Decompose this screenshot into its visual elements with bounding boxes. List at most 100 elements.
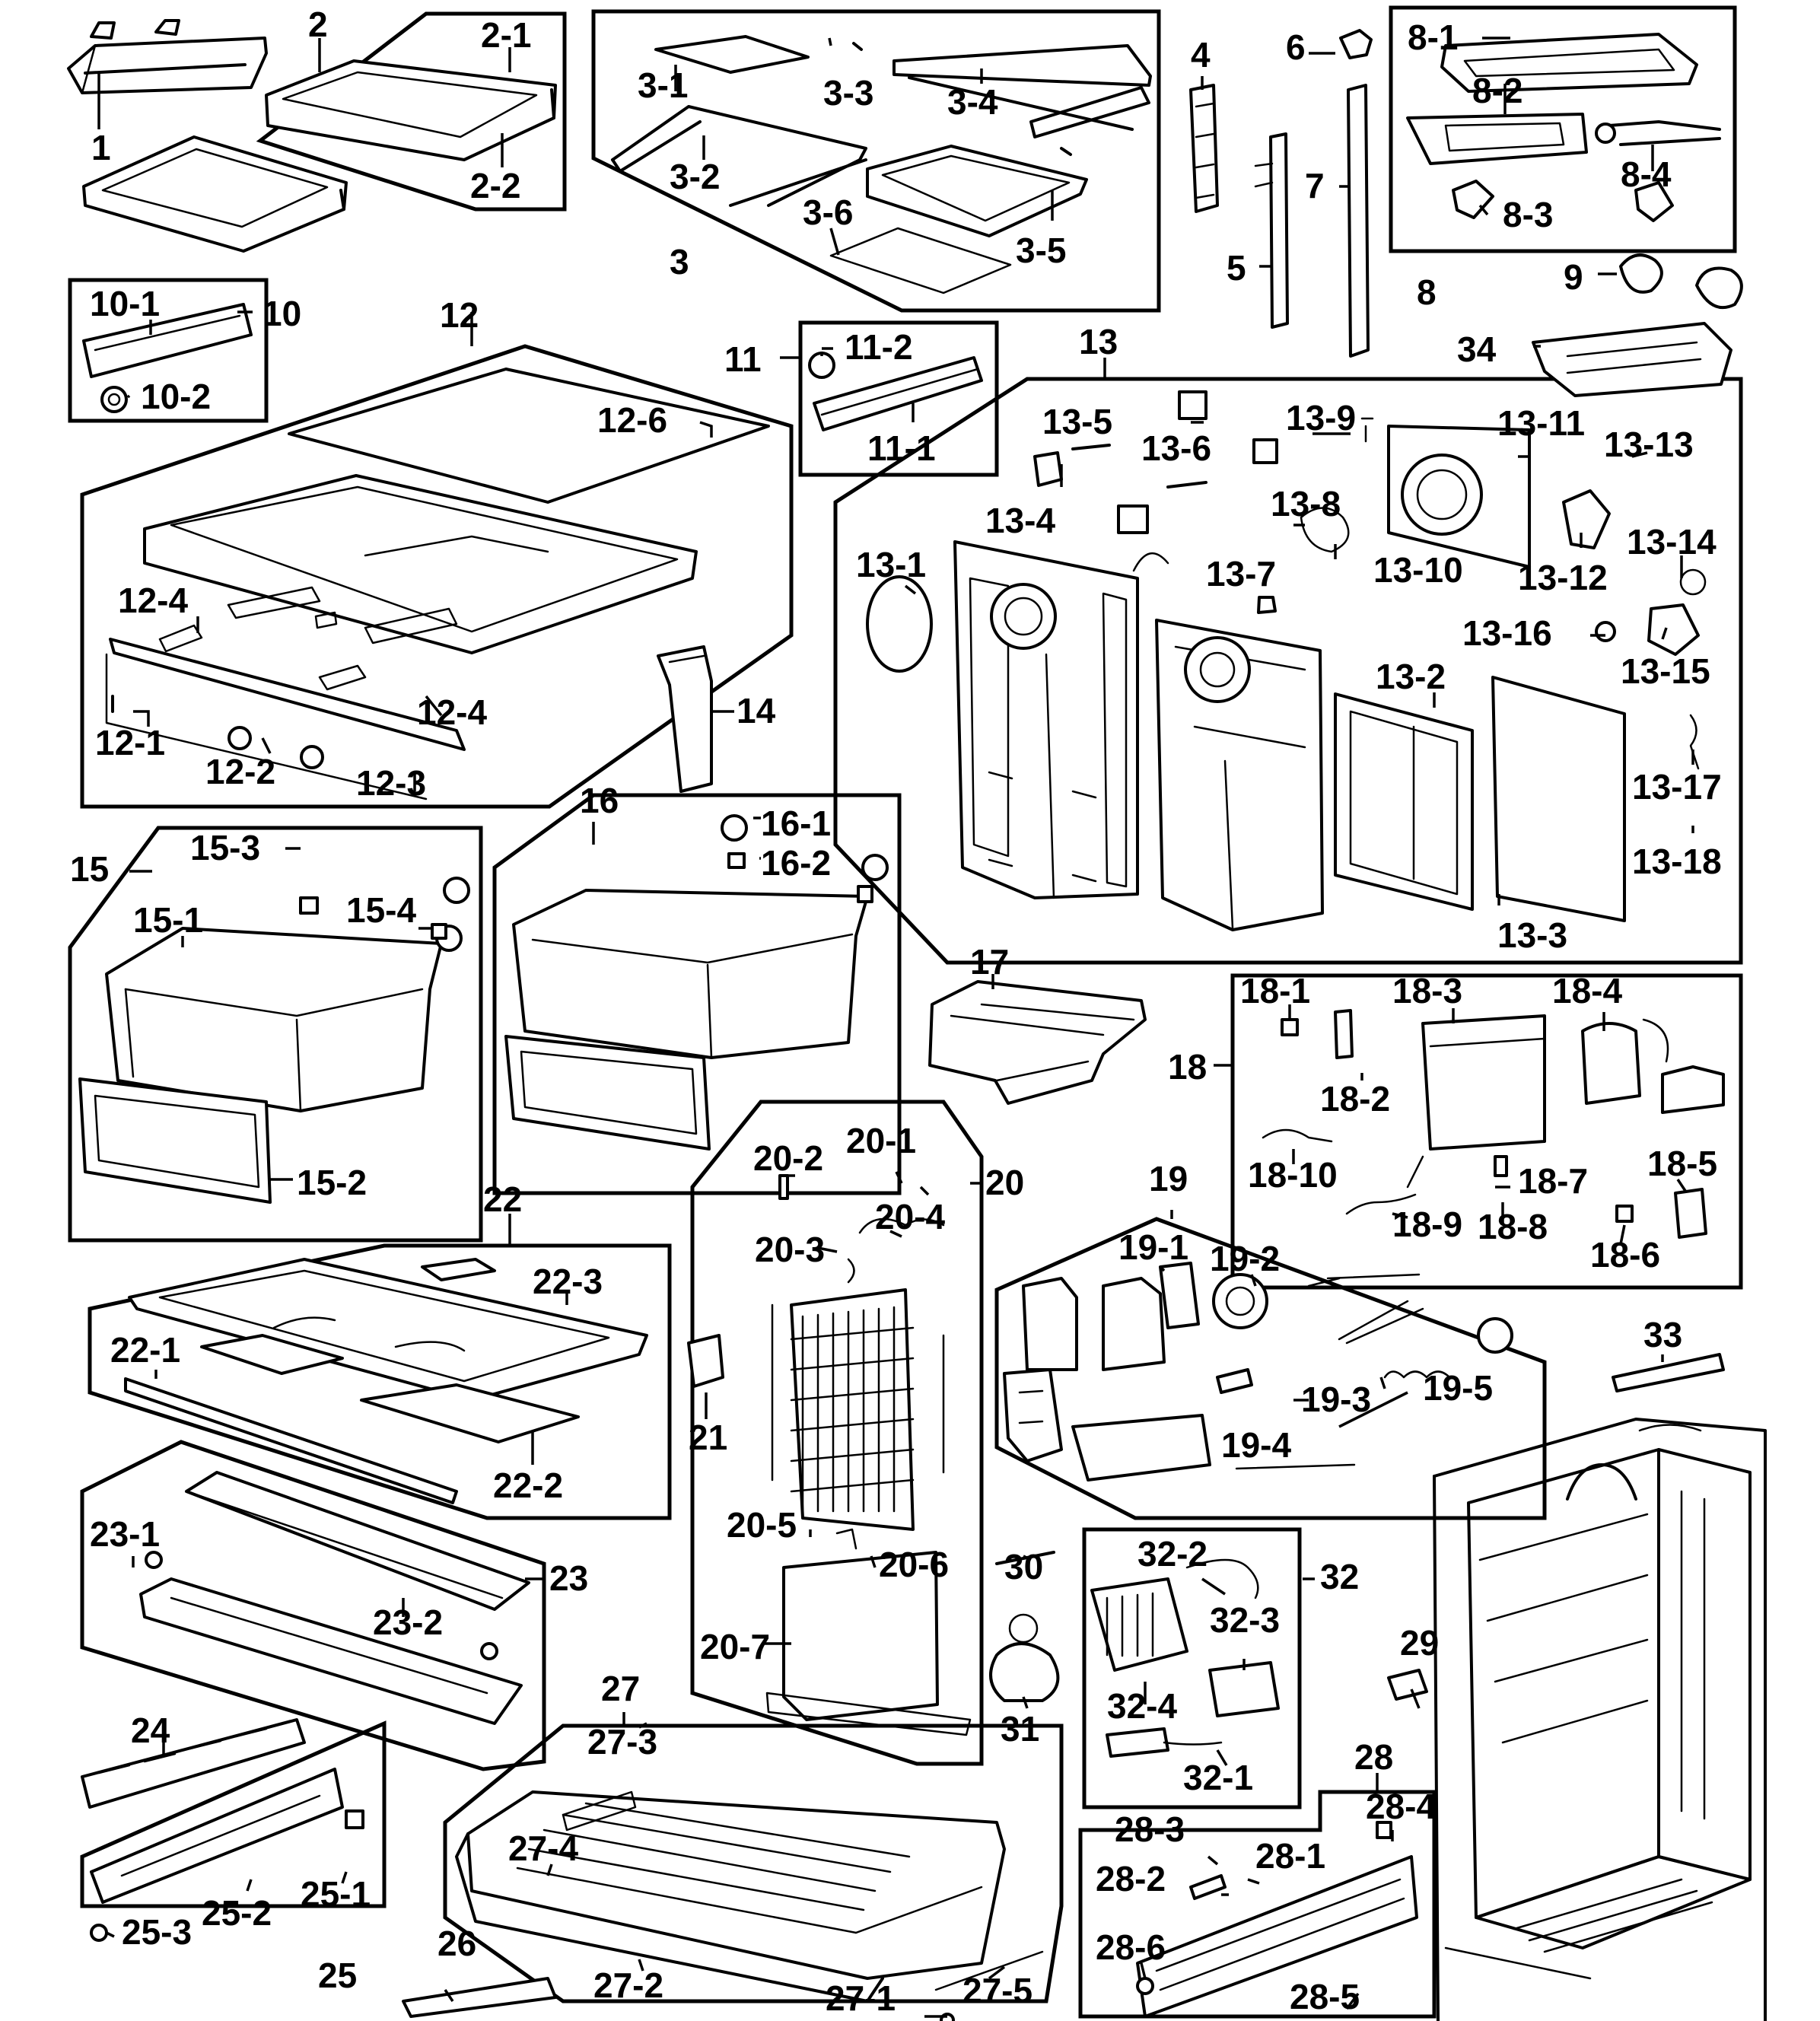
label-28-1: 28-1 bbox=[1255, 1836, 1325, 1876]
label-18-10: 18-10 bbox=[1248, 1155, 1338, 1195]
part-9-bulbs bbox=[1619, 253, 1743, 309]
label-13-10: 13-10 bbox=[1373, 550, 1463, 590]
label-19-3: 19-3 bbox=[1301, 1380, 1371, 1419]
part-10-rail bbox=[82, 303, 253, 413]
label-20: 20 bbox=[985, 1163, 1024, 1202]
label-16-2: 16-2 bbox=[761, 843, 831, 883]
label-3-6: 3-6 bbox=[803, 193, 853, 232]
label-3-2: 3-2 bbox=[670, 157, 720, 196]
label-18: 18 bbox=[1168, 1047, 1207, 1087]
label-18-9: 18-9 bbox=[1392, 1205, 1462, 1244]
label-20-6: 20-6 bbox=[879, 1545, 949, 1584]
frame-27 bbox=[443, 1723, 1064, 2003]
label-20-5: 20-5 bbox=[727, 1505, 797, 1545]
label-13-13: 13-13 bbox=[1604, 425, 1694, 464]
label-4: 4 bbox=[1191, 35, 1211, 75]
label-15-4: 15-4 bbox=[346, 890, 416, 930]
label-13-9: 13-9 bbox=[1286, 398, 1356, 438]
label-27-1: 27-1 bbox=[826, 1978, 896, 2018]
label-13-8: 13-8 bbox=[1271, 484, 1341, 524]
label-13-15: 13-15 bbox=[1621, 651, 1710, 691]
part-11-rail bbox=[808, 352, 983, 431]
label-23-1: 23-1 bbox=[90, 1514, 160, 1554]
label-22-3: 22-3 bbox=[533, 1262, 603, 1301]
label-12-2: 12-2 bbox=[205, 752, 275, 791]
frame-23 bbox=[80, 1440, 546, 1771]
frame-20 bbox=[690, 1100, 984, 1766]
label-25-1: 25-1 bbox=[301, 1874, 371, 1914]
part-22-shelf bbox=[124, 1258, 648, 1504]
label-19-4: 19-4 bbox=[1221, 1425, 1291, 1465]
label-25-2: 25-2 bbox=[202, 1893, 272, 1933]
label-14: 14 bbox=[737, 691, 776, 730]
label-18-5: 18-5 bbox=[1647, 1144, 1717, 1183]
frame-18 bbox=[1230, 973, 1743, 1290]
label-9: 9 bbox=[1564, 257, 1583, 297]
part-24-panel bbox=[81, 1718, 306, 1809]
part-32-duct bbox=[1090, 1558, 1280, 1758]
frame-15 bbox=[68, 826, 483, 1243]
part-labels: 1 2 2-1 2-2 3-1 3-3 3-4 3-2 3-6 3 3-5 4 … bbox=[70, 5, 1722, 2018]
label-13-18: 13-18 bbox=[1632, 842, 1722, 881]
label-17: 17 bbox=[970, 942, 1009, 982]
label-28: 28 bbox=[1354, 1737, 1393, 1777]
label-11-1: 11-1 bbox=[867, 428, 936, 468]
label-3: 3 bbox=[670, 242, 689, 282]
part-17-ice-maker bbox=[928, 980, 1147, 1105]
label-13-16: 13-16 bbox=[1462, 613, 1552, 653]
part-19-dispenser bbox=[1003, 1262, 1513, 1482]
label-25: 25 bbox=[318, 1956, 357, 1995]
label-28-2: 28-2 bbox=[1096, 1859, 1166, 1898]
label-8-2: 8-2 bbox=[1472, 71, 1522, 110]
label-15-1: 15-1 bbox=[133, 900, 203, 940]
label-18-4: 18-4 bbox=[1552, 971, 1622, 1010]
part-20-evaporator bbox=[765, 1174, 972, 1736]
label-24: 24 bbox=[131, 1711, 170, 1750]
label-18-2: 18-2 bbox=[1320, 1079, 1390, 1119]
label-13-4: 13-4 bbox=[985, 501, 1055, 540]
frame-8 bbox=[1389, 5, 1737, 253]
label-8-1: 8-1 bbox=[1408, 18, 1458, 57]
part-27-freezer-drawer bbox=[455, 1790, 1044, 2021]
label-6: 6 bbox=[1286, 27, 1306, 67]
leader-lines bbox=[97, 37, 1694, 2018]
label-2-2: 2-2 bbox=[470, 166, 520, 205]
frame-13 bbox=[833, 377, 1743, 965]
label-13-3: 13-3 bbox=[1497, 915, 1567, 955]
part-8-lamp-cover bbox=[1406, 33, 1721, 222]
part-15-drawer bbox=[78, 877, 470, 1204]
label-32-1: 32-1 bbox=[1183, 1758, 1253, 1797]
label-12-3: 12-3 bbox=[356, 763, 426, 803]
part-14-panel bbox=[657, 645, 713, 793]
label-23: 23 bbox=[549, 1558, 588, 1598]
cabinet-body bbox=[1433, 1418, 1767, 2021]
label-22-2: 22-2 bbox=[493, 1466, 563, 1505]
label-32-4: 32-4 bbox=[1107, 1686, 1177, 1726]
label-32-3: 32-3 bbox=[1210, 1600, 1280, 1640]
frame-10 bbox=[68, 278, 269, 423]
label-31: 31 bbox=[1001, 1709, 1039, 1749]
label-3-4: 3-4 bbox=[947, 82, 998, 122]
label-27-5: 27-5 bbox=[963, 1971, 1032, 2010]
label-8: 8 bbox=[1417, 272, 1437, 312]
label-10-1: 10-1 bbox=[90, 284, 160, 323]
label-13-6: 13-6 bbox=[1141, 428, 1211, 468]
label-7: 7 bbox=[1305, 166, 1325, 205]
label-1: 1 bbox=[91, 128, 111, 167]
label-13: 13 bbox=[1079, 322, 1118, 361]
label-12-1: 12-1 bbox=[95, 723, 165, 762]
label-22: 22 bbox=[483, 1179, 522, 1219]
label-16-1: 16-1 bbox=[761, 804, 831, 843]
part-25-cover bbox=[90, 1768, 364, 1942]
label-20-3: 20-3 bbox=[755, 1230, 825, 1269]
label-29: 29 bbox=[1400, 1623, 1439, 1663]
label-8-3: 8-3 bbox=[1503, 195, 1553, 234]
group-frames bbox=[68, 5, 1743, 2019]
label-8-4: 8-4 bbox=[1621, 154, 1672, 194]
label-18-6: 18-6 bbox=[1590, 1235, 1660, 1275]
label-13-2: 13-2 bbox=[1376, 657, 1446, 696]
label-15: 15 bbox=[70, 849, 109, 889]
part-2-shelf bbox=[265, 59, 557, 161]
label-13-5: 13-5 bbox=[1042, 402, 1112, 441]
label-3-3: 3-3 bbox=[823, 73, 873, 113]
